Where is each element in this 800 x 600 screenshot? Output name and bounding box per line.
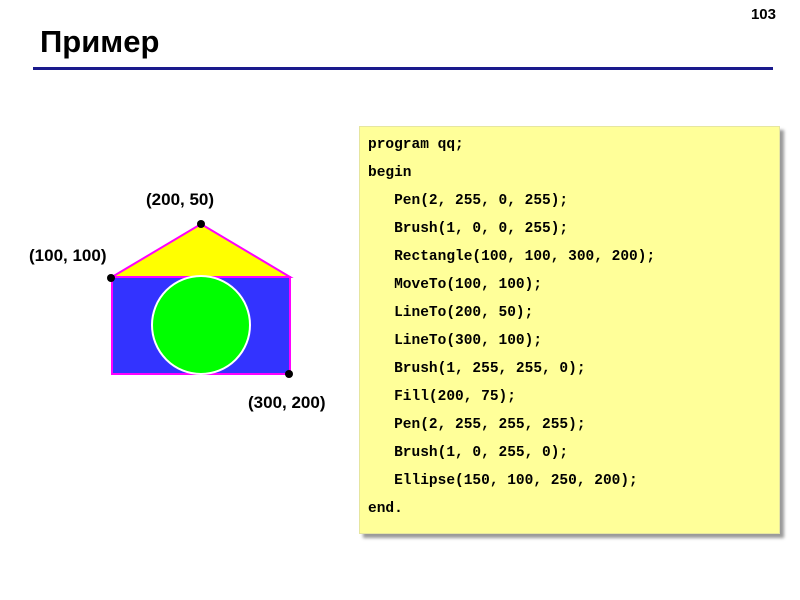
code-listing: program qq; begin Pen(2, 255, 0, 255); B… [359,126,780,534]
code-line: Ellipse(150, 100, 250, 200); [368,473,638,489]
green-circle [151,275,251,375]
code-line: Brush(1, 0, 255, 0); [368,445,569,461]
point-top-left [107,274,115,282]
roof-triangle [108,222,294,278]
label-bottom-right: (300, 200) [248,393,326,412]
code-line: end. [368,501,403,517]
code-line: Rectangle(100, 100, 300, 200); [368,249,656,265]
title-divider [33,67,773,70]
code-line: Brush(1, 255, 255, 0); [368,361,586,377]
label-apex: (200, 50) [146,190,215,209]
code-line: MoveTo(100, 100); [368,277,543,293]
code-line: Pen(2, 255, 255, 255); [368,417,586,433]
code-line: LineTo(300, 100); [368,333,543,349]
code-line: LineTo(200, 50); [368,305,534,321]
code-line: program qq; [368,137,464,153]
slide-title: Пример [40,24,160,59]
point-apex [197,220,205,228]
house-drawing [107,220,294,378]
code-line: begin [368,165,412,181]
point-bottom-right [285,370,293,378]
code-line: Fill(200, 75); [368,389,516,405]
label-top-left: (100, 100) [29,246,107,265]
code-line: Brush(1, 0, 0, 255); [368,221,569,237]
code-line: Pen(2, 255, 0, 255); [368,193,569,209]
page-number: 103 [750,6,776,23]
